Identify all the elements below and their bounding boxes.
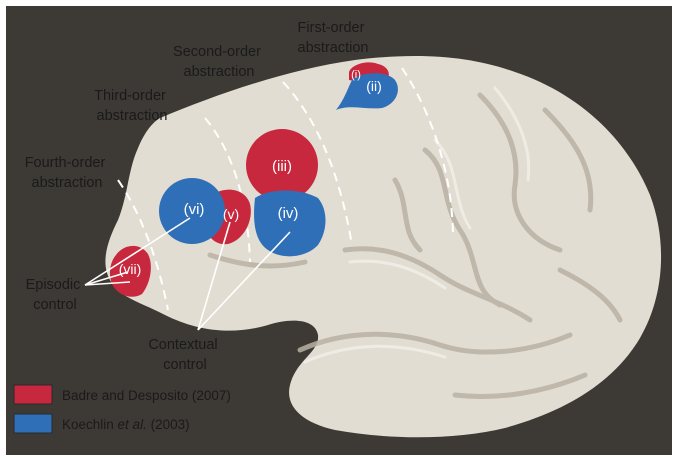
sulci-highlights bbox=[303, 86, 531, 364]
first-order-label: First-order abstraction bbox=[298, 20, 369, 56]
fourth-order-label: Fourth-order abstraction bbox=[25, 155, 110, 191]
episodic-control-label: Episodic control bbox=[26, 277, 85, 313]
region-label-v: (v) bbox=[223, 206, 239, 222]
boundary-first bbox=[401, 67, 454, 236]
second-order-label: Second-order abstraction bbox=[173, 44, 265, 80]
legend-blue-suffix: (2003) bbox=[147, 417, 190, 432]
region-iv-patch bbox=[254, 190, 326, 257]
legend-blue-swatch bbox=[13, 413, 53, 434]
contextual-control-label: Contextual control bbox=[148, 337, 221, 373]
region-vii-patch bbox=[109, 245, 151, 297]
cortex-surface bbox=[105, 56, 662, 438]
pointer-lines bbox=[84, 217, 291, 331]
legend-blue-prefix: Koechlin bbox=[62, 417, 118, 432]
abstraction-boundaries bbox=[117, 67, 454, 311]
region-label-i: (i) bbox=[351, 69, 361, 81]
region-ii-patch bbox=[336, 73, 398, 110]
region-label-iv: (iv) bbox=[278, 205, 299, 222]
legend: Badre and Desposito (2007) Koechlin et a… bbox=[13, 384, 231, 434]
region-label-ii: (ii) bbox=[366, 78, 382, 94]
boundary-second bbox=[282, 81, 353, 246]
legend-red-label: Badre and Desposito (2007) bbox=[62, 388, 231, 403]
region-label-iii: (iii) bbox=[272, 158, 292, 175]
third-order-label: Third-order abstraction bbox=[94, 88, 170, 124]
legend-blue-label: Koechlin et al. (2003) bbox=[62, 417, 190, 432]
boundary-fourth bbox=[117, 179, 169, 311]
legend-blue-italic: et al. bbox=[118, 417, 147, 432]
region-iii-patch bbox=[246, 129, 318, 201]
legend-red-swatch bbox=[13, 384, 53, 405]
region-label-vi: (vi) bbox=[184, 201, 205, 218]
sulci bbox=[207, 92, 623, 399]
